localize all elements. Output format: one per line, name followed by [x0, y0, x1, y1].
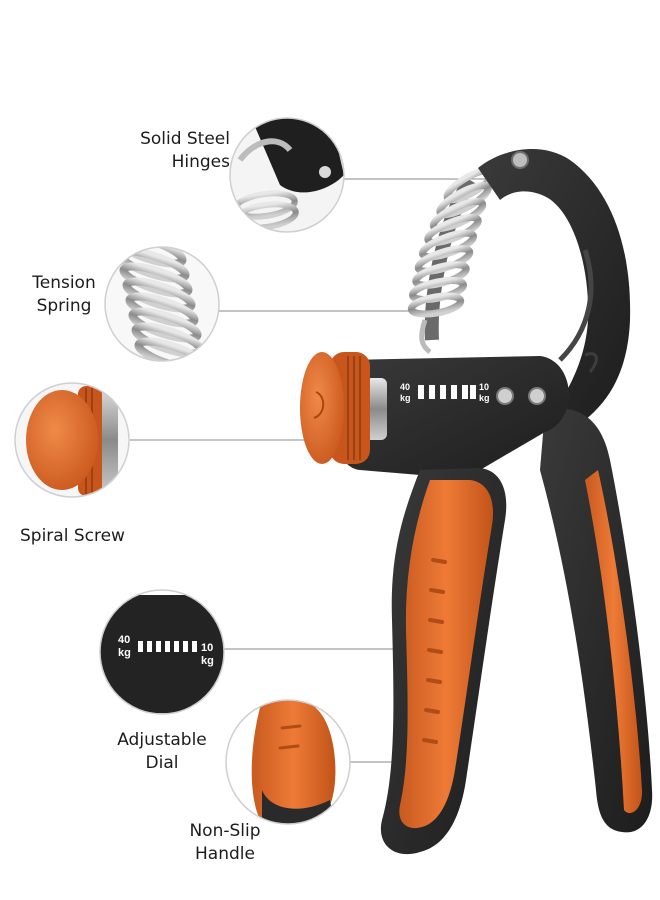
dial-max-value: 40 — [400, 382, 410, 392]
dial-max-unit: kg — [400, 393, 411, 403]
callout-label-spring: Tension Spring — [32, 273, 96, 316]
callout-label-screw: Spiral Screw — [20, 526, 125, 546]
spiral-screw-icon — [14, 382, 130, 498]
zoom-dial-min-value: 10 — [201, 642, 213, 654]
adjustment-knob — [300, 352, 387, 464]
gripper-body: 40 kg 10 kg — [300, 148, 653, 855]
hinge-rivet — [511, 151, 529, 169]
dial-min-unit: kg — [479, 393, 490, 403]
zoom-dial-max-unit: kg — [118, 647, 131, 659]
non-slip-handle-icon — [225, 699, 351, 825]
callout-label-dial: Adjustable Dial — [117, 730, 207, 773]
dial-scale: 40 kg 10 kg — [400, 382, 490, 403]
zoom-dial-min-unit: kg — [201, 655, 214, 667]
hook-arm — [478, 148, 631, 430]
right-grip-insert — [585, 470, 643, 814]
dial-min-value: 10 — [479, 382, 489, 392]
zoom-dial-max-value: 40 — [118, 634, 130, 646]
grip-ridges — [422, 558, 447, 744]
head-block — [332, 356, 569, 479]
callout-label-handle: Non-Slip Handle — [189, 821, 261, 864]
callout-label-hinges: Solid Steel Hinges — [140, 129, 230, 172]
steel-hinge-icon — [229, 117, 345, 233]
adjustment-dial-icon: 40 kg 10 kg — [99, 589, 225, 715]
main-spring — [407, 166, 497, 355]
leader-line-dial — [222, 485, 421, 650]
coil-spring-icon — [104, 246, 220, 362]
